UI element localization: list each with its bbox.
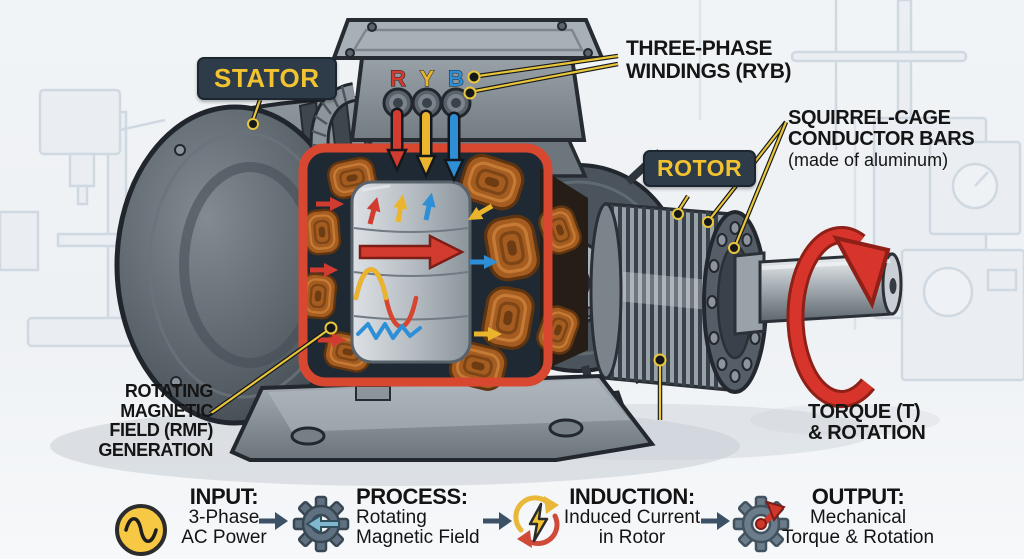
output-line2: Torque & Rotation: [781, 527, 935, 548]
output-title: OUTPUT:: [811, 484, 905, 509]
input-line2: AC Power: [181, 527, 267, 548]
squirrel-line2: CONDUCTOR BARS: [788, 128, 975, 150]
gear-rotate-icon: [292, 495, 350, 553]
input-title: INPUT:: [189, 484, 259, 509]
output-line1: Mechanical: [809, 507, 907, 528]
stator-cutaway: [297, 143, 588, 395]
induction-title: INDUCTION:: [569, 484, 695, 509]
rotor-badge: ROTOR: [643, 150, 757, 187]
torque-line2: & ROTATION: [808, 422, 926, 444]
sine-wave: [353, 267, 419, 329]
process-title: PROCESS:: [356, 484, 468, 509]
background-sketches: [0, 0, 1024, 382]
flow-step-process: PROCESS: Rotating Magnetic Field: [356, 486, 480, 548]
phase-label-r: R: [390, 66, 406, 91]
rmf-line3: FIELD (RMF): [109, 420, 213, 440]
flow-arrow-icon: [259, 512, 288, 530]
rmf-arrows: [310, 191, 502, 347]
torque-line1: TORQUE (T): [808, 401, 921, 423]
current-wave: [356, 322, 422, 340]
process-flow-bar: INPUT: 3-Phase AC Power PROCESS: Rotatin…: [0, 484, 1024, 559]
windings-callout: THREE-PHASE WINDINGS (RYB): [626, 37, 792, 83]
flow-arrow-icon: [701, 512, 730, 530]
phase-label-y: Y: [420, 66, 435, 91]
induction-line2: in Rotor: [598, 527, 666, 548]
rmf-line4: GENERATION: [98, 439, 213, 460]
stator-badge: STATOR: [197, 57, 337, 100]
phase-label-b: B: [448, 66, 464, 91]
torque-callout: TORQUE (T) & ROTATION: [808, 401, 926, 444]
process-line2: Magnetic Field: [356, 527, 480, 548]
flow-arrow-icon: [483, 512, 512, 530]
base-feet: [229, 373, 656, 462]
squirrel-line3: (made of aluminum): [788, 150, 949, 170]
rmf-callout: ROTATING MAGNETIC FIELD (RMF) GENERATION: [68, 381, 214, 460]
process-line1: Rotating: [356, 507, 427, 528]
windings-line1: THREE-PHASE: [626, 37, 773, 60]
windings-line2: WINDINGS (RYB): [626, 60, 792, 83]
flow-step-induction: INDUCTION: Induced Current in Rotor: [562, 486, 702, 548]
rmf-line1: ROTATING: [124, 381, 214, 401]
squirrel-line1: SQUIRREL-CAGE: [788, 107, 951, 129]
induction-bolt-icon: [513, 495, 560, 548]
flow-step-input: INPUT: 3-Phase AC Power: [166, 486, 282, 548]
gear-torque-icon: [732, 495, 790, 553]
input-line1: 3-Phase: [188, 507, 260, 528]
phase-wires: [386, 107, 465, 184]
ac-sine-icon: [115, 504, 167, 556]
flow-step-output: OUTPUT: Mechanical Torque & Rotation: [780, 486, 936, 548]
squirrel-cage-callout: SQUIRREL-CAGE CONDUCTOR BARS (made of al…: [788, 107, 975, 171]
rotor-badge-label: ROTOR: [657, 155, 743, 181]
stator-badge-label: STATOR: [214, 63, 320, 93]
rotation-arrow: [786, 226, 891, 409]
rmf-line2: MAGNETIC: [120, 400, 213, 421]
induction-line1: Induced Current: [563, 507, 701, 528]
